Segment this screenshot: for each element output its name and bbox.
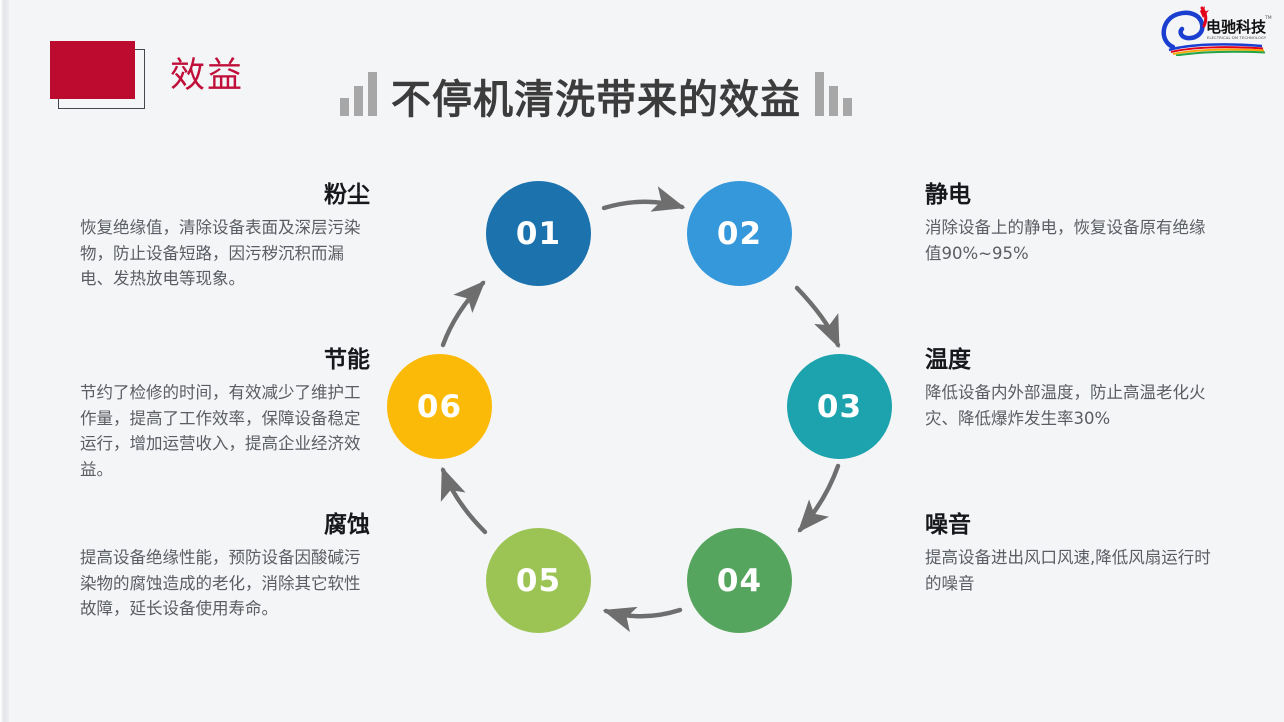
node-block-temperature: 温度 降低设备内外部温度，防止高温老化火灾、降低爆炸发生率30% (925, 347, 1215, 431)
svg-text:电驰科技: 电驰科技 (1206, 18, 1267, 36)
arrow-04-to-05 (602, 606, 683, 633)
node-block-noise: 噪音 提高设备进出风口风速,降低风扇运行时的噪音 (925, 512, 1215, 596)
node-text-corrosion: 提高设备绝缘性能，预防设备因酸碱污染物的腐蚀造成的老化，消除其它软性故障，延长设… (80, 548, 361, 619)
cycle-node-01-number: 01 (515, 215, 562, 252)
arrow-05-to-06 (440, 466, 488, 535)
left-edge-strip (0, 0, 9, 722)
page-title-group: 不停机清洗带来的效益 (340, 68, 852, 120)
cycle-node-01[interactable]: 01 (486, 181, 591, 286)
trademark-symbol: TM (1264, 15, 1272, 21)
node-text-noise: 提高设备进出风口风速,降低风扇运行时的噪音 (925, 548, 1211, 593)
node-block-dust: 粉尘 恢复绝缘值，清除设备表面及深层污染物，防止设备短路，因污秽沉积而漏电、发热… (80, 182, 370, 292)
header-badge (50, 41, 135, 99)
cycle-node-05-number: 05 (515, 562, 562, 599)
node-title-energy: 节能 (324, 347, 370, 373)
arrow-06-to-01 (440, 280, 486, 348)
company-logo: 电驰科技 ELECTRICAL DM TECHNOLOGY TM (1161, 6, 1272, 56)
arrow-01-to-02 (601, 186, 686, 212)
page-title: 不停机清洗带来的效益 (391, 77, 801, 123)
node-title-noise: 噪音 (925, 512, 971, 538)
cycle-node-02[interactable]: 02 (687, 181, 792, 286)
node-title-dust: 粉尘 (324, 182, 370, 208)
header-kicker: 效益 (170, 56, 245, 96)
cycle-node-03-number: 03 (816, 388, 863, 425)
node-block-static: 静电 消除设备上的静电，恢复设备原有绝缘值90%~95% (925, 182, 1215, 266)
node-text-temperature: 降低设备内外部温度，防止高温老化火灾、降低爆炸发生率30% (925, 383, 1206, 428)
cycle-node-06-number: 06 (416, 388, 463, 425)
cycle-node-04-number: 04 (716, 562, 763, 599)
node-text-energy: 节约了检修的时间，有效减少了维护工作量，提高了工作效率，保障设备稳定运行，增加运… (80, 383, 361, 479)
node-title-static: 静电 (925, 182, 971, 208)
descending-bars-icon (815, 68, 852, 120)
node-text-static: 消除设备上的静电，恢复设备原有绝缘值90%~95% (925, 218, 1206, 263)
arrow-03-to-04 (797, 463, 841, 533)
cycle-node-06[interactable]: 06 (387, 354, 492, 459)
node-block-corrosion: 腐蚀 提高设备绝缘性能，预防设备因酸碱污染物的腐蚀造成的老化，消除其它软性故障，… (80, 512, 370, 622)
arrow-02-to-03 (794, 285, 841, 349)
node-title-temperature: 温度 (925, 347, 971, 373)
node-title-corrosion: 腐蚀 (324, 512, 370, 538)
cycle-node-05[interactable]: 05 (486, 528, 591, 633)
node-text-dust: 恢复绝缘值，清除设备表面及深层污染物，防止设备短路，因污秽沉积而漏电、发热放电等… (80, 218, 361, 289)
cycle-node-04[interactable]: 04 (687, 528, 792, 633)
cycle-node-03[interactable]: 03 (787, 354, 892, 459)
ascending-bars-icon (340, 68, 377, 120)
cycle-node-02-number: 02 (716, 215, 763, 252)
node-block-energy: 节能 节约了检修的时间，有效减少了维护工作量，提高了工作效率，保障设备稳定运行，… (80, 347, 370, 483)
svg-text:ELECTRICAL DM TECHNOLOGY: ELECTRICAL DM TECHNOLOGY (1207, 36, 1267, 40)
